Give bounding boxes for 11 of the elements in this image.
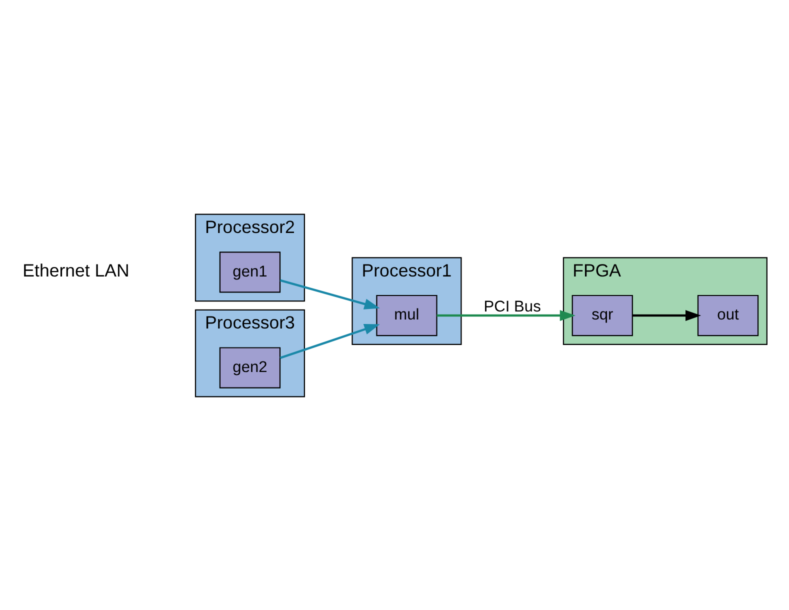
node-box: gen1 (219, 251, 281, 292)
node-box: mul (376, 294, 438, 336)
edge-label: PCI Bus (484, 298, 541, 315)
label: Ethernet LAN (22, 260, 130, 280)
arrow (280, 278, 380, 309)
node-box: sqr (572, 294, 633, 336)
node-box: gen2 (219, 346, 281, 388)
arrow (632, 310, 702, 320)
arrow (436, 310, 576, 320)
arrow (280, 324, 380, 358)
node-box: out (697, 294, 759, 336)
